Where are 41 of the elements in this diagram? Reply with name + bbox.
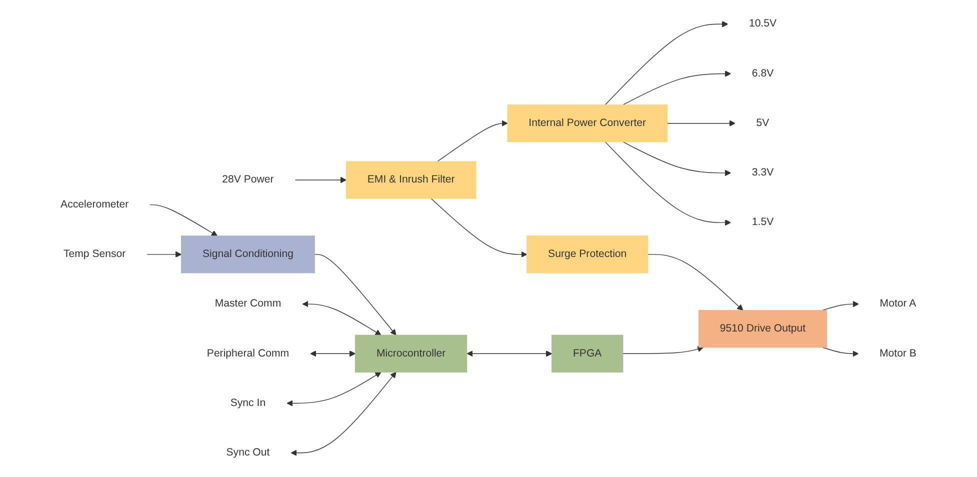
arrow [149, 204, 218, 236]
arrow [294, 176, 347, 184]
arrow [430, 198, 528, 258]
node-text: Sync Out [226, 446, 270, 458]
arrow [437, 120, 508, 162]
node-text: Temp Sensor [63, 248, 126, 260]
arrow [604, 141, 732, 226]
node-box: EMI & Inrush Filter [346, 161, 476, 199]
arrow [290, 372, 396, 456]
arrow [302, 300, 382, 336]
node-text: 5V [756, 116, 770, 129]
arrow [146, 251, 182, 258]
arrow [310, 350, 356, 357]
node-box: Surge Protection [526, 236, 648, 274]
arrow [647, 254, 744, 311]
arrow [286, 372, 382, 406]
node-text: Motor B [880, 347, 916, 360]
node-box: Signal Conditioning [181, 236, 315, 274]
node-text: 6.8V [752, 67, 774, 80]
node-text: 1.5V [752, 216, 774, 228]
node-text: Master Comm [214, 298, 282, 310]
node-text: 3.3V [752, 166, 774, 178]
node-box: 9510 Drive Output [698, 310, 828, 348]
node-box: Microcontroller [354, 334, 468, 372]
arrow [622, 346, 704, 354]
arrow [466, 350, 552, 357]
arrow [666, 120, 736, 126]
node-text: Motor A [880, 298, 916, 310]
node-text: Sync In [230, 396, 266, 409]
node-box: Internal Power Converter [507, 104, 668, 142]
arrow [822, 346, 859, 357]
node-box: FPGA [552, 334, 624, 372]
arrow [822, 300, 859, 311]
arrow [604, 21, 728, 106]
arrow [314, 254, 396, 336]
node-text: 10.5V [748, 18, 777, 30]
node-text: Accelerometer [60, 198, 129, 210]
node-text: Peripheral Comm [206, 347, 290, 360]
arrow [622, 70, 732, 106]
node-text: 28V Power [222, 173, 274, 186]
arrow [622, 141, 732, 176]
